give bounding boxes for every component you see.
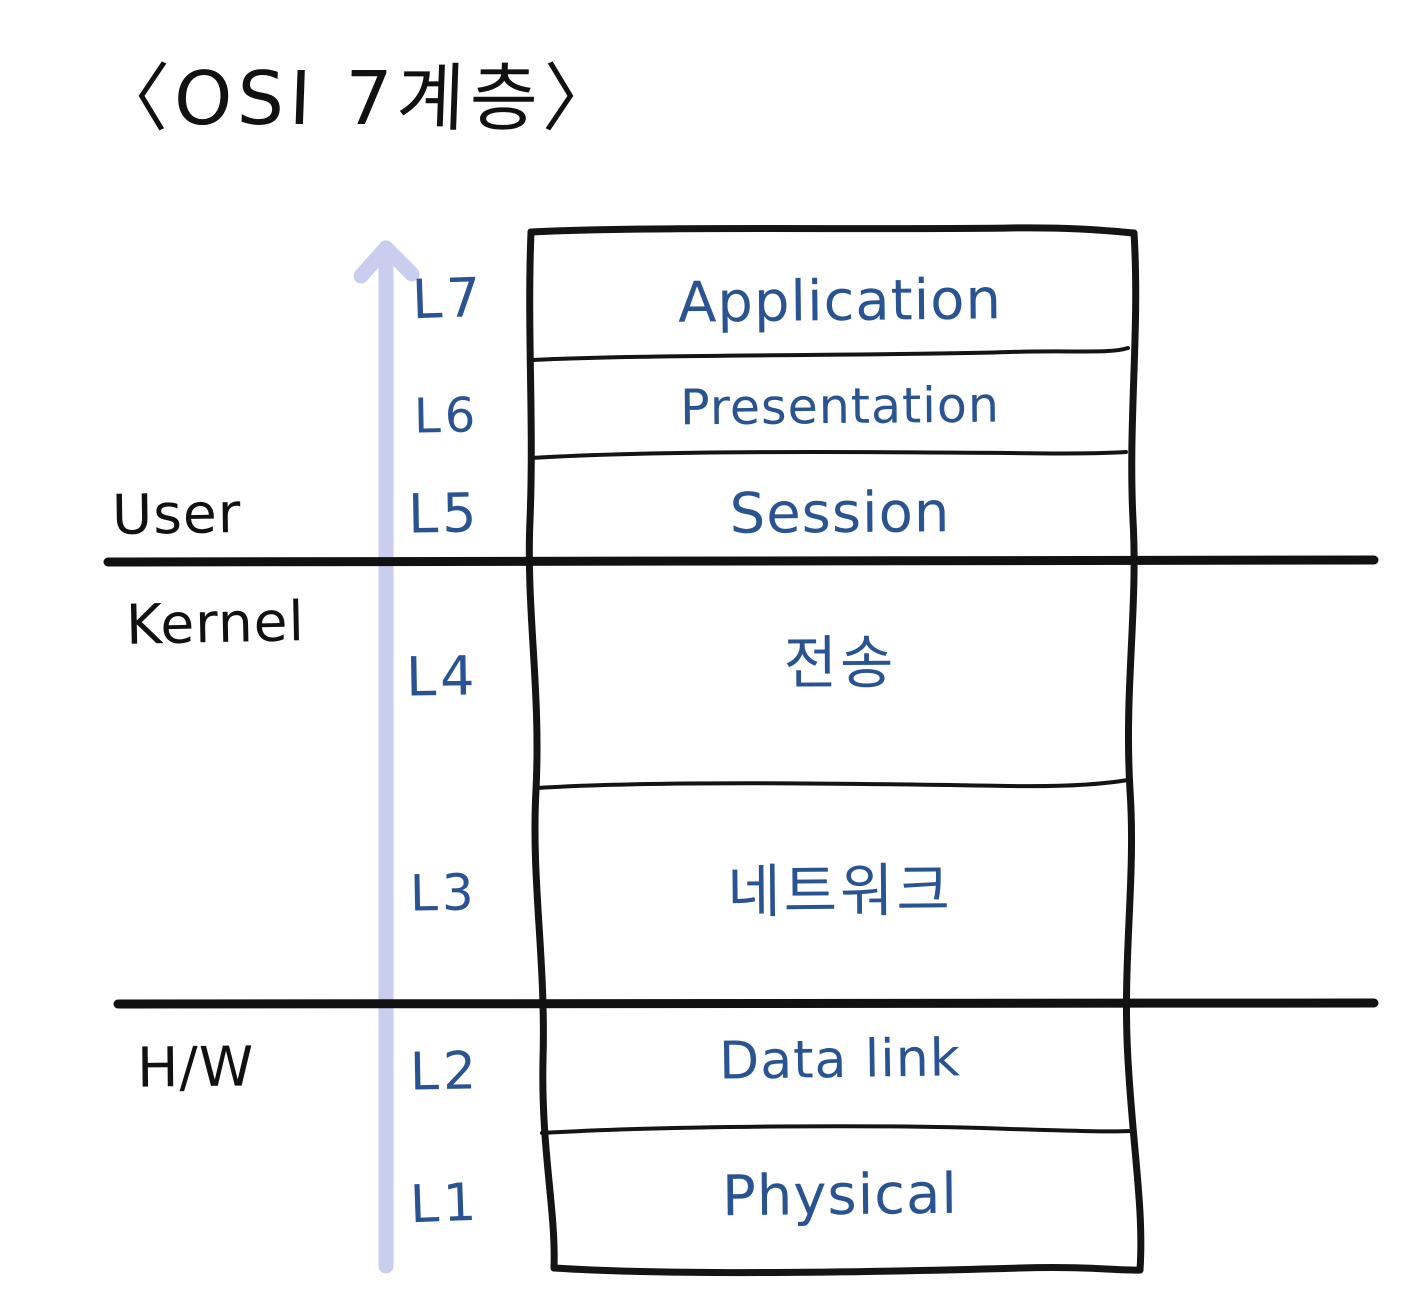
layer-dividers bbox=[529, 346, 1134, 1135]
page-title: 〈OSI 7계층〉 bbox=[93, 56, 624, 142]
separator-user-kernel bbox=[103, 555, 1379, 567]
zone-label-kernel: Kernel bbox=[125, 589, 306, 657]
divider-l4-l3 bbox=[535, 778, 1130, 790]
layer-number-l5: L5 bbox=[407, 481, 481, 546]
layer-name-application: Application bbox=[677, 267, 1003, 336]
zone-label-user: User bbox=[111, 481, 242, 547]
layer-name-presentation: Presentation bbox=[679, 376, 1001, 437]
layer-name-network: 네트워크 bbox=[726, 856, 954, 926]
divider-l7-l6 bbox=[531, 346, 1130, 362]
layer-name-physical: Physical bbox=[721, 1161, 959, 1230]
separator-kernel-hw bbox=[113, 998, 1379, 1009]
layer-number-l7: L7 bbox=[410, 265, 486, 332]
layer-name-transport: 전송 bbox=[783, 628, 897, 698]
layer-number-l2: L2 bbox=[409, 1041, 481, 1103]
layer-name-session: Session bbox=[729, 480, 951, 547]
layer-number-l6: L6 bbox=[413, 387, 480, 445]
divider-l2-l1 bbox=[540, 1124, 1134, 1135]
layer-name-data-link: Data link bbox=[718, 1028, 962, 1092]
upward-arrow-icon bbox=[353, 240, 420, 1274]
zone-label-hw: H/W bbox=[136, 1034, 255, 1100]
layer-number-l4: L4 bbox=[405, 644, 479, 709]
layer-number-l3: L3 bbox=[409, 863, 479, 923]
zone-separators bbox=[103, 555, 1379, 1009]
layer-number-l1: L1 bbox=[408, 1172, 482, 1236]
divider-l6-l5 bbox=[529, 450, 1128, 460]
